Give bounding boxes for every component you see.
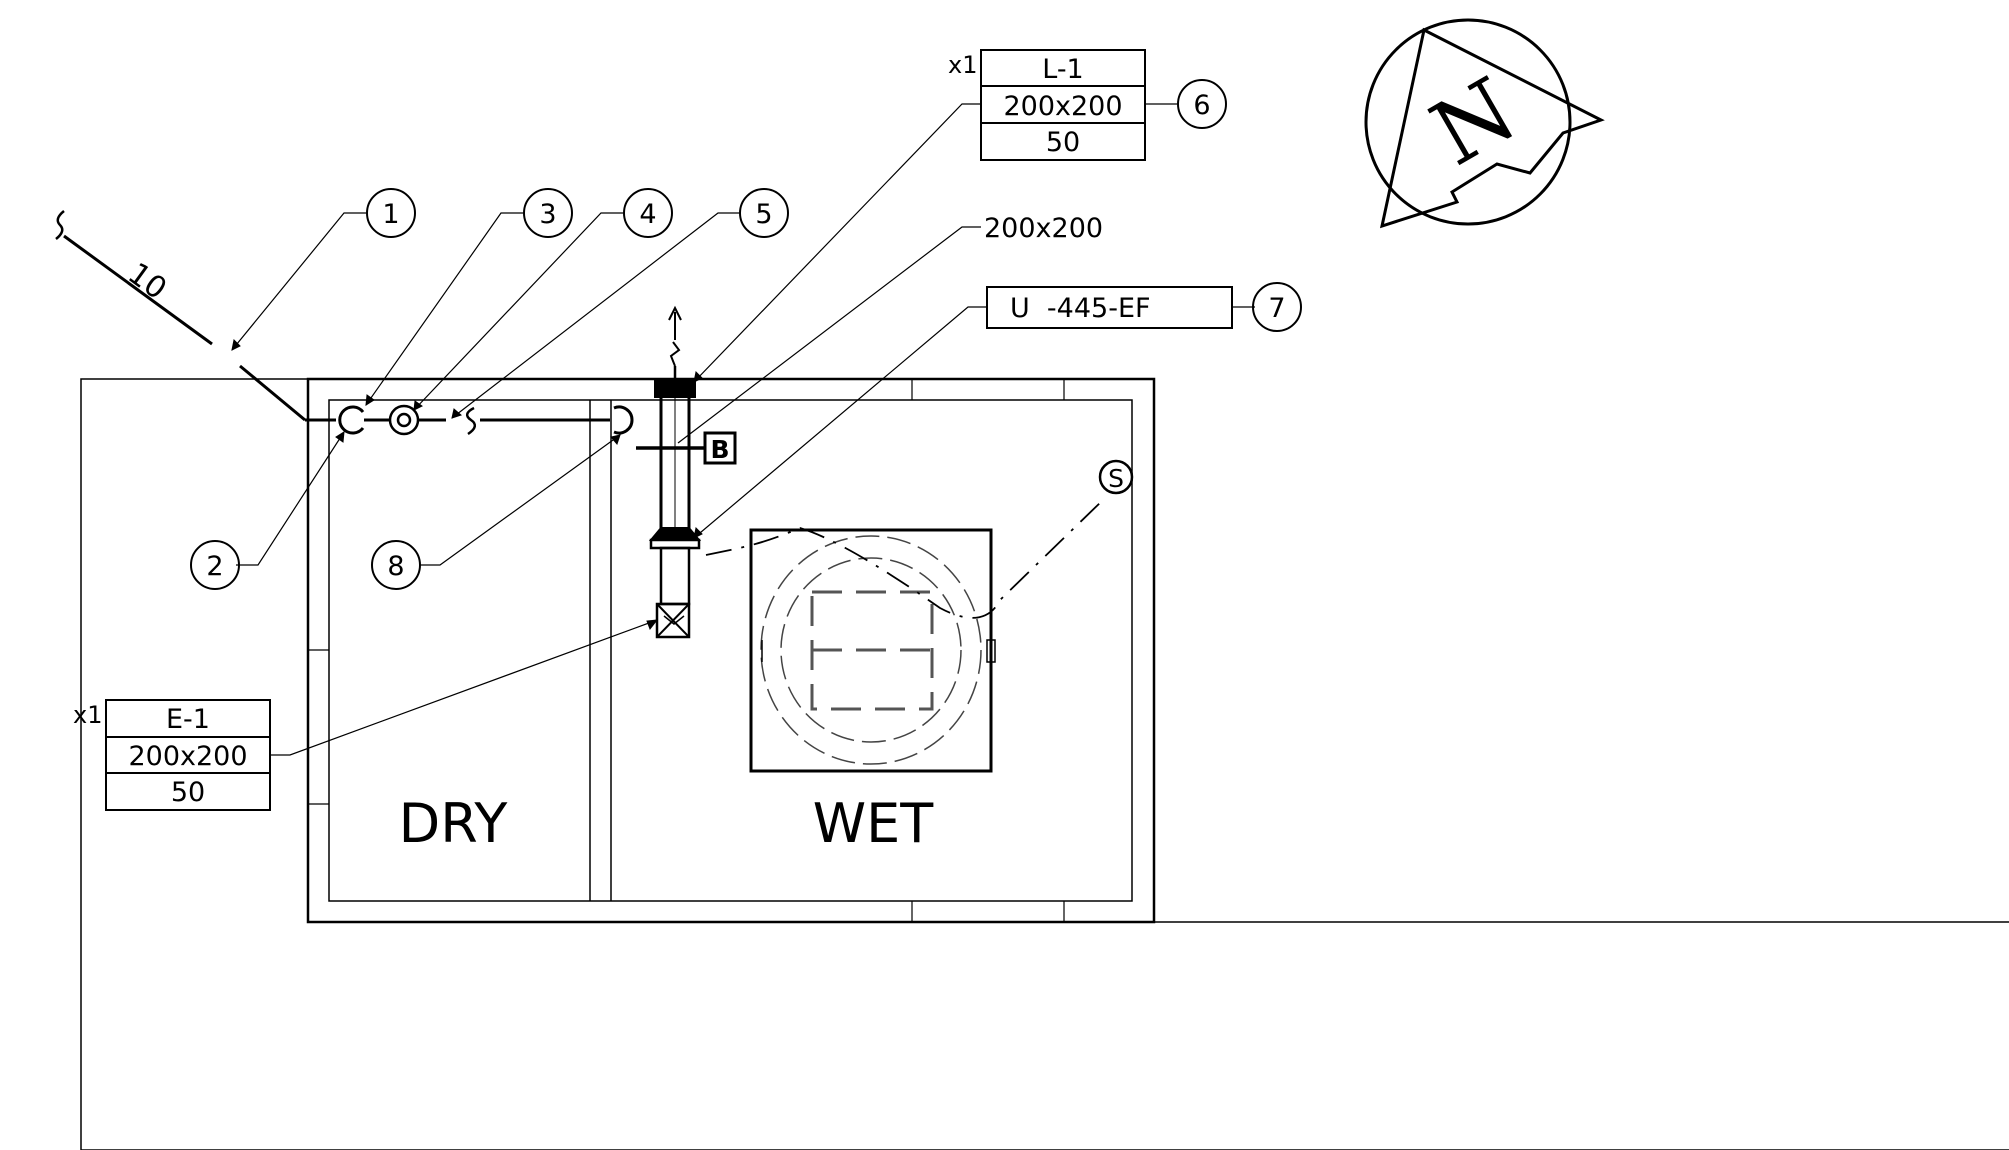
leader-4 bbox=[413, 212, 623, 411]
callout-7-circle bbox=[1252, 282, 1302, 332]
pipe-break-symbol bbox=[465, 406, 477, 436]
callout-8-number: 8 bbox=[387, 551, 404, 582]
duct-fan-collar bbox=[659, 546, 691, 606]
leader-1 bbox=[231, 212, 366, 351]
pipe-break-symbol bbox=[55, 210, 65, 240]
callout-2-number: 2 bbox=[206, 551, 223, 582]
equipment-tab bbox=[986, 639, 996, 663]
leader-arrow bbox=[365, 394, 375, 406]
fan-tag-label: U -445-EF bbox=[1010, 293, 1151, 324]
callout-6-circle bbox=[1177, 79, 1227, 129]
duct-size-label: 200x200 bbox=[984, 213, 1103, 244]
leader-l1 bbox=[693, 103, 981, 383]
callout-8-circle bbox=[371, 540, 421, 590]
callout-4-circle bbox=[623, 188, 673, 238]
louver-l1 bbox=[654, 378, 696, 398]
grille-tag: E-1 bbox=[166, 704, 210, 735]
equipment-outer-ring bbox=[760, 535, 982, 765]
box-b-label: B bbox=[710, 435, 729, 464]
leader-8 bbox=[420, 434, 621, 566]
grille-flow: 50 bbox=[171, 777, 205, 808]
incoming-pipe bbox=[239, 364, 306, 422]
equipment-inner-ring bbox=[780, 557, 962, 743]
louver-size: 200x200 bbox=[1003, 91, 1122, 122]
equipment-pad bbox=[749, 528, 993, 773]
room-wet-label: WET bbox=[813, 792, 935, 855]
callout-5-circle bbox=[739, 188, 789, 238]
valve-outer bbox=[388, 404, 420, 436]
leader-arrow bbox=[646, 619, 659, 631]
sensor-s-circle bbox=[1098, 459, 1134, 495]
callout-5-number: 5 bbox=[755, 199, 772, 230]
grille-qty: x1 bbox=[73, 701, 102, 729]
leader-fan bbox=[693, 306, 987, 539]
sensor-wire bbox=[705, 497, 1106, 619]
callout-2-circle bbox=[190, 540, 240, 590]
site-boundary-outer bbox=[80, 378, 2009, 1150]
callout-1-number: 1 bbox=[382, 199, 399, 230]
louver-schedule-box bbox=[980, 49, 1146, 161]
leader-duct-size bbox=[677, 226, 981, 444]
elbow-fitting-8 bbox=[613, 405, 634, 435]
box-b bbox=[703, 431, 737, 465]
leader-arrow bbox=[610, 434, 621, 445]
leader-arrow bbox=[693, 526, 703, 539]
valve-inner bbox=[396, 412, 412, 428]
leader-arrow bbox=[231, 338, 241, 351]
grille-schedule-box bbox=[105, 699, 271, 811]
fan-tag-box bbox=[986, 286, 1233, 329]
pipe-size-label: 10 bbox=[121, 256, 172, 307]
grille-size: 200x200 bbox=[128, 741, 247, 772]
duct-fan-flange bbox=[648, 527, 702, 541]
leader-arrow bbox=[413, 400, 423, 411]
callout-7-number: 7 bbox=[1268, 293, 1285, 324]
north-arrow-circle bbox=[1364, 18, 1572, 226]
leader-5 bbox=[451, 212, 740, 419]
louver-tag: L-1 bbox=[1042, 54, 1084, 85]
callout-6-number: 6 bbox=[1193, 90, 1210, 121]
elbow-fitting-1 bbox=[338, 405, 365, 435]
north-arrow-triangle bbox=[1379, 27, 1605, 229]
leader-e1 bbox=[270, 619, 658, 756]
leader-2 bbox=[236, 431, 345, 566]
leader-arrow bbox=[335, 431, 345, 443]
leader-arrow bbox=[451, 408, 462, 419]
callout-3-circle bbox=[523, 188, 573, 238]
louver-qty: x1 bbox=[948, 51, 977, 79]
incoming-pipe bbox=[63, 234, 213, 346]
leader-arrow bbox=[693, 370, 703, 383]
louver-flow: 50 bbox=[1046, 127, 1080, 158]
sensor-s-label: S bbox=[1108, 464, 1124, 493]
exhaust-grille-cross bbox=[656, 603, 690, 638]
exhaust-grille-mark bbox=[663, 615, 685, 625]
callout-3-number: 3 bbox=[539, 199, 556, 230]
callout-4-number: 4 bbox=[639, 199, 656, 230]
callout-1-circle bbox=[366, 188, 416, 238]
room-dry-label: DRY bbox=[399, 792, 509, 855]
leader-3 bbox=[365, 212, 523, 406]
duct-riser-break bbox=[669, 341, 681, 367]
duct-riser-arrow bbox=[668, 305, 682, 321]
